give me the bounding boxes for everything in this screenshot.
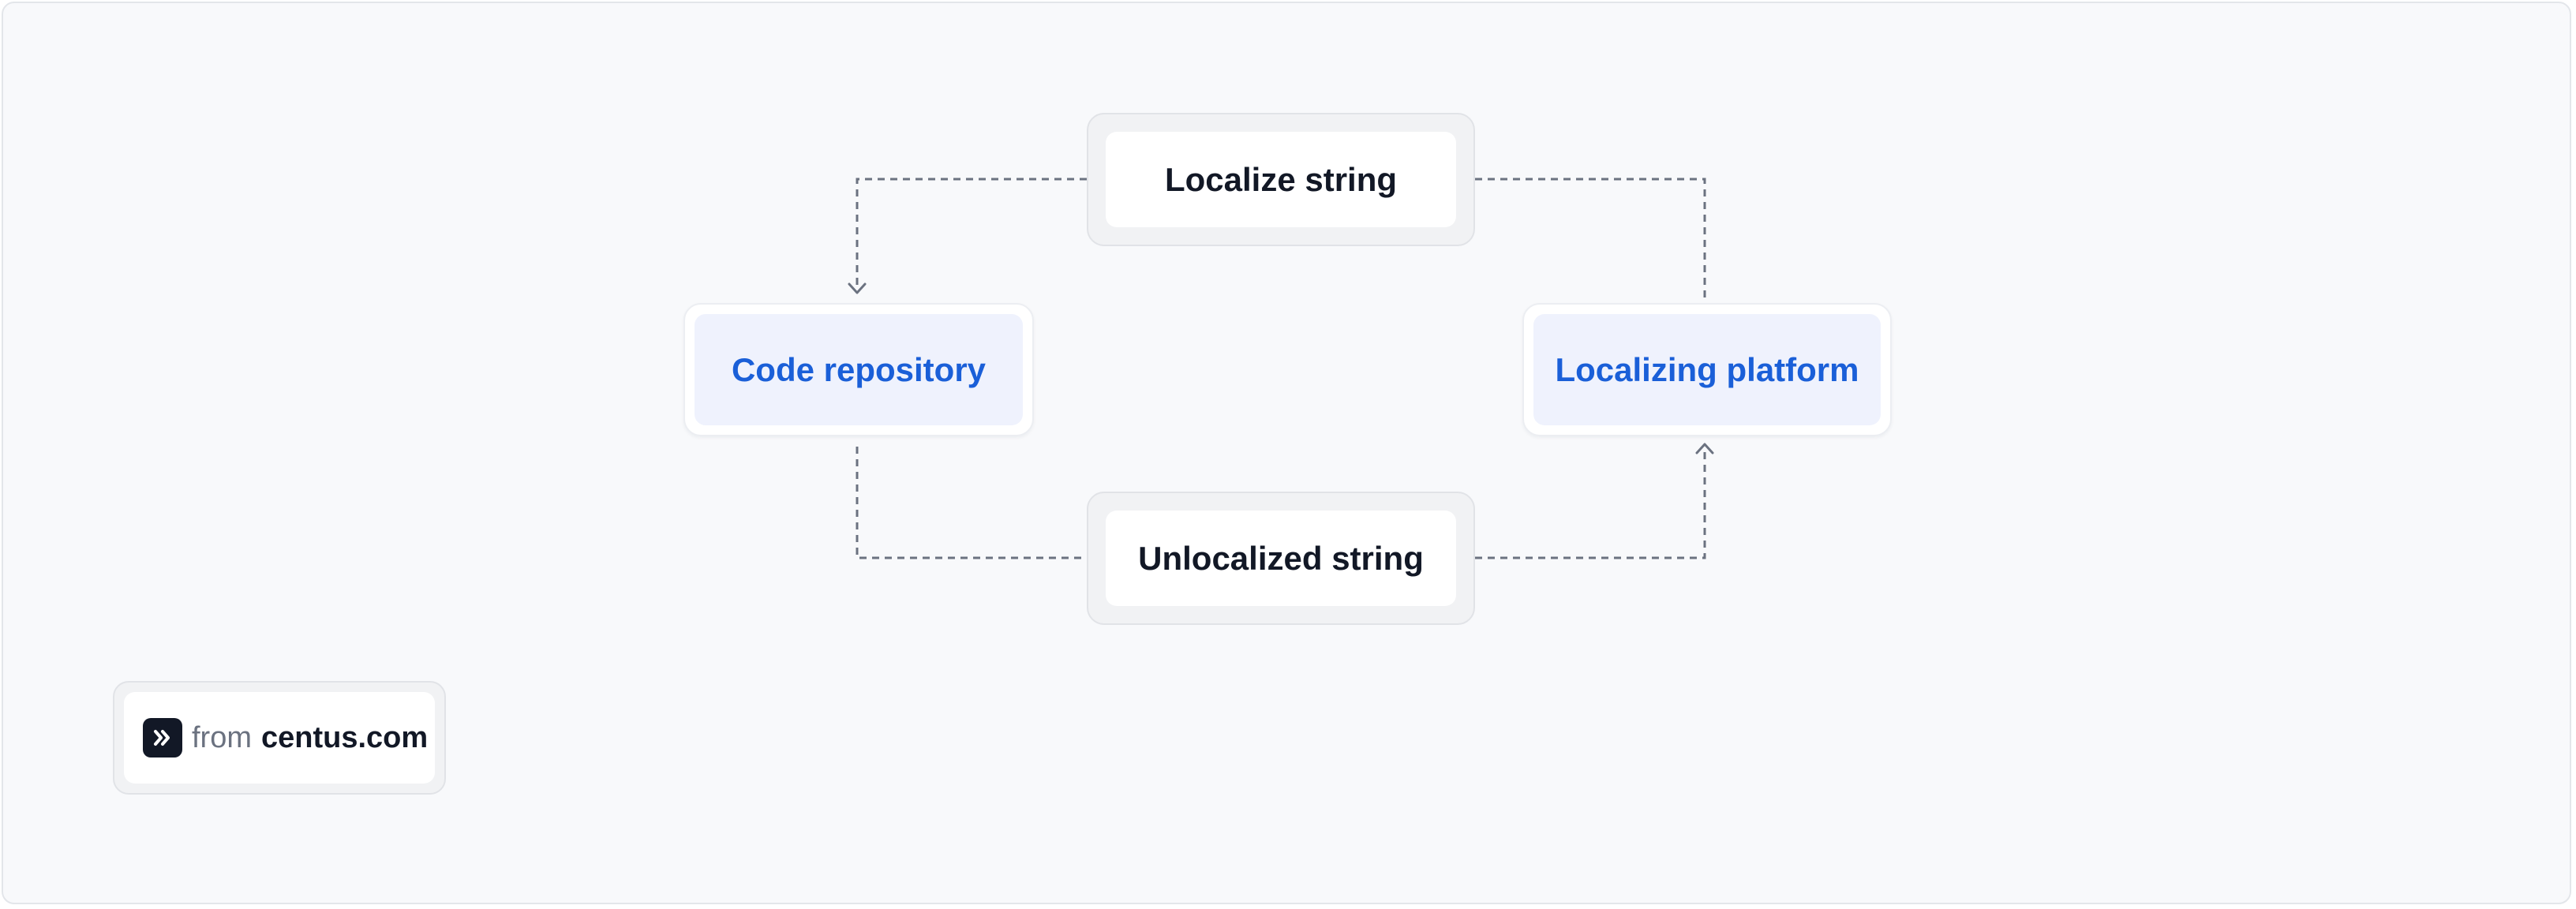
attribution-badge[interactable]: from centus.com: [113, 681, 446, 795]
chevrons-right-icon: [154, 730, 170, 746]
centus-logo-icon: [143, 718, 182, 758]
node-localize-string: Localize string: [1087, 113, 1475, 246]
node-localizing-platform-label: Localizing platform: [1533, 314, 1881, 425]
node-unlocalized-string-label: Unlocalized string: [1106, 511, 1456, 606]
node-localizing-platform: Localizing platform: [1522, 303, 1892, 436]
node-unlocalized-string: Unlocalized string: [1087, 492, 1475, 625]
node-code-repository-label: Code repository: [695, 314, 1023, 425]
node-localize-string-label: Localize string: [1106, 132, 1456, 227]
attribution-badge-content[interactable]: from centus.com: [124, 692, 435, 784]
node-code-repository: Code repository: [683, 303, 1034, 436]
attribution-site-link[interactable]: centus.com: [261, 720, 429, 754]
attribution-prefix: from: [192, 720, 252, 754]
